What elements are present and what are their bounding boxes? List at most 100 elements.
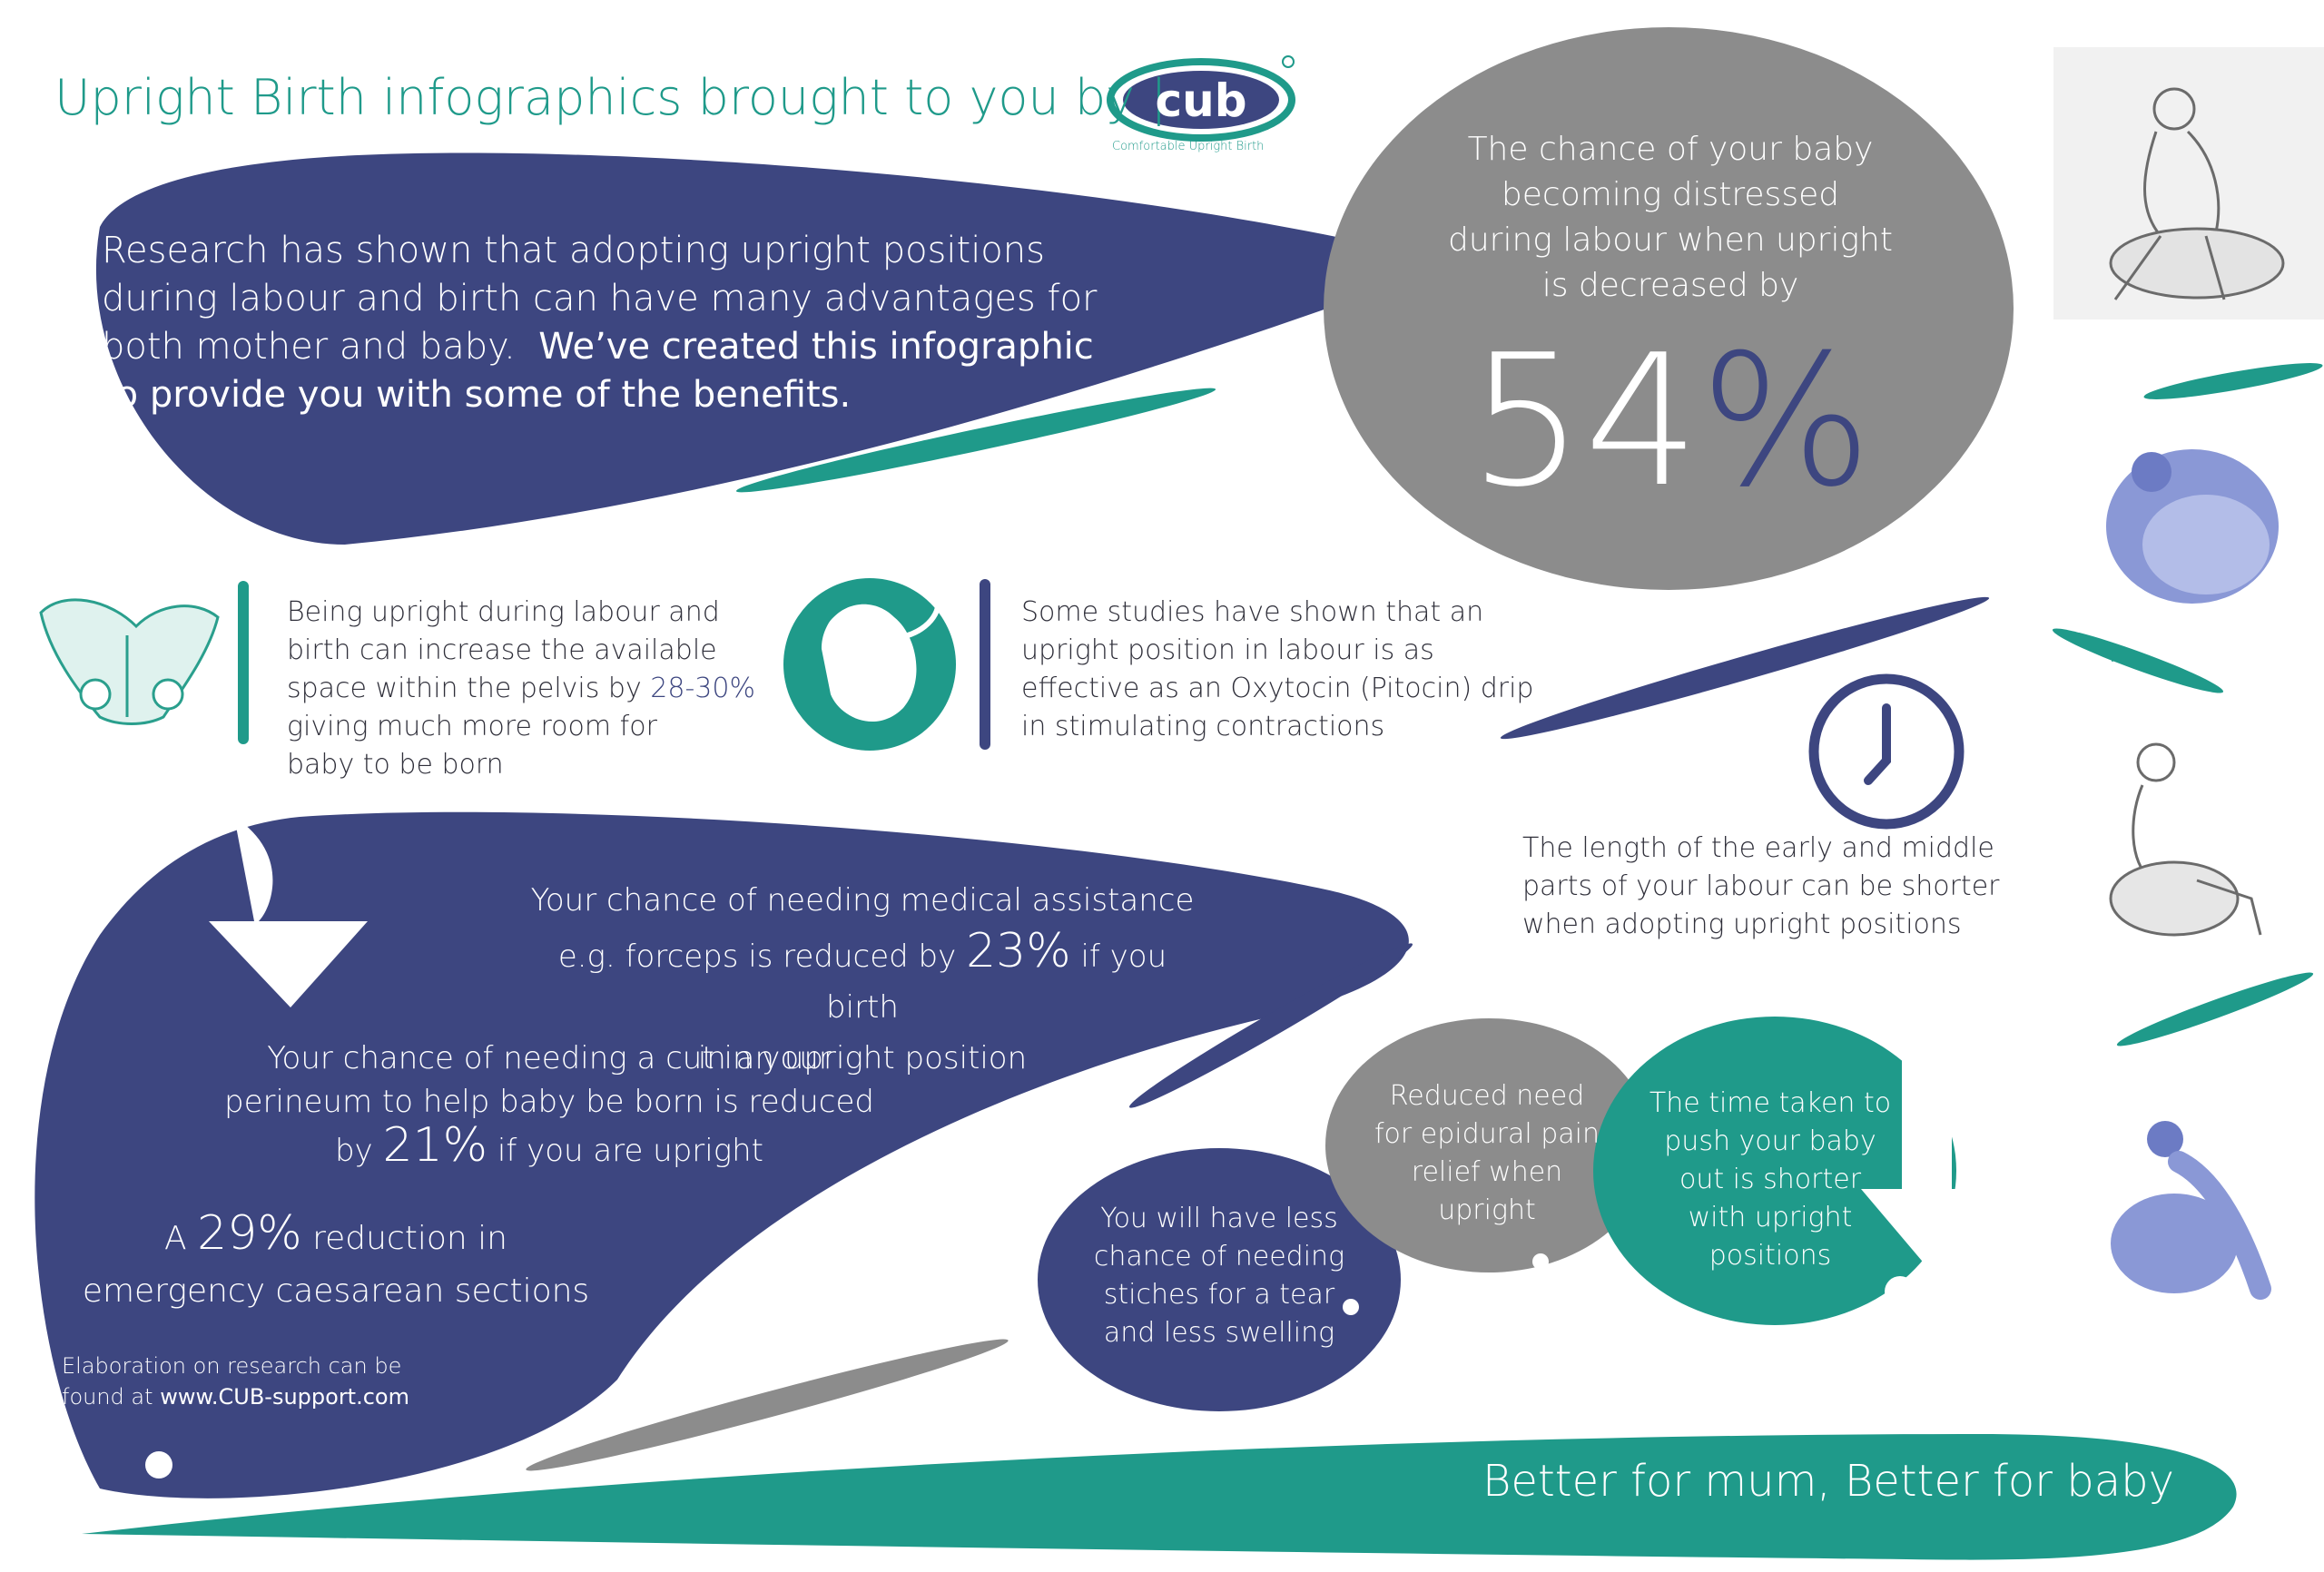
- caesarean-line: A: [164, 1220, 187, 1257]
- teal-dash: [2112, 660, 2113, 662]
- teal-dash: [2143, 363, 2323, 399]
- mother-on-ball-photo: [2109, 742, 2262, 937]
- teal-dash: [2052, 628, 2224, 693]
- stat-54-circle: [1324, 27, 2014, 590]
- pelvis-line: space within the pelvis by: [287, 673, 642, 704]
- stat-54-line: during labour when upright: [1447, 221, 1893, 259]
- intro-line-bold: We’ve created this infographic: [538, 326, 1094, 368]
- cut-text: Your chance of needing a cut in your per…: [218, 1037, 881, 1173]
- cut-line: Your chance of needing a cut in your: [267, 1040, 832, 1076]
- forceps-text: Your chance of needing medical assistanc…: [527, 875, 1198, 1084]
- stat-54-value: 54%: [1434, 327, 1906, 517]
- labour-length-text: The length of the early and middle parts…: [1522, 830, 1999, 944]
- stat-54-number: 54: [1468, 316, 1700, 527]
- push-line: positions: [1709, 1240, 1832, 1272]
- forceps-line: in an upright position: [697, 1040, 1028, 1076]
- stat-54-line: The chance of your baby: [1467, 131, 1874, 168]
- pelvis-icon: [39, 598, 220, 725]
- teal-dash: [735, 388, 1216, 493]
- navy-dash: [1500, 596, 1990, 740]
- stat-54-text: The chance of your baby becoming distres…: [1416, 127, 1925, 309]
- pelvis-line: birth can increase the available: [287, 634, 717, 666]
- oxytocin-line: effective as an Oxytocin (Pitocin) drip: [1021, 673, 1534, 704]
- epidural-bubble: [1325, 1018, 1652, 1272]
- navy-divider: [980, 579, 990, 750]
- forceps-line: Your chance of needing medical assistanc…: [530, 882, 1195, 919]
- elaboration-line: Elaboration on research can be: [62, 1353, 402, 1379]
- teal-divider: [238, 581, 249, 744]
- epidural-text: Reduced need for epidural pain relief wh…: [1346, 1077, 1628, 1230]
- elaboration-line: found at: [62, 1384, 153, 1410]
- header-title: Upright Birth infographics brought to yo…: [54, 69, 1167, 126]
- caesarean-value: 29%: [197, 1206, 302, 1261]
- caesarean-text: A 29% reduction in emergency caesarean s…: [73, 1207, 599, 1318]
- fetus-icon: [783, 578, 956, 751]
- stitches-line: chance of needing: [1093, 1241, 1345, 1272]
- pelvis-highlight: 28-30%: [650, 673, 755, 704]
- down-arrow-icon: [209, 817, 368, 1007]
- header-title-bold: Upright Birth: [54, 69, 367, 126]
- bubble-dot: [1872, 1311, 1886, 1325]
- bubble-dot: [145, 1451, 172, 1479]
- elaboration-text: Elaboration on research can be found at …: [62, 1351, 409, 1412]
- push-line: out is shorter: [1679, 1164, 1862, 1195]
- mother-sitting-photo: [2109, 87, 2285, 300]
- bubble-dot: [1343, 1299, 1359, 1315]
- stats-navy-shape: [34, 811, 1409, 1498]
- grey-dash: [526, 1339, 1009, 1471]
- cut-value: 21%: [382, 1118, 488, 1173]
- stat-54-line: becoming distressed: [1501, 176, 1840, 213]
- cut-line: perineum to help baby be born is reduced: [224, 1084, 874, 1120]
- bubble-dot: [1532, 1253, 1549, 1270]
- push-line: The time taken to: [1649, 1087, 1892, 1119]
- oxytocin-text: Some studies have shown that an upright …: [1021, 594, 1533, 746]
- intro-line: both mother and baby.: [102, 326, 516, 368]
- cut-line: by: [334, 1133, 373, 1169]
- teal-dash: [2116, 972, 2314, 1046]
- pelvis-line: Being upright during labour and: [287, 596, 720, 628]
- stitches-text: You will have less chance of needing sti…: [1056, 1200, 1383, 1352]
- stitches-line: You will have less: [1100, 1203, 1338, 1234]
- down-arrow-icon: [1861, 1021, 1993, 1266]
- clock-icon: [1808, 673, 1965, 830]
- labour-length-line: when adopting upright positions: [1522, 909, 1962, 940]
- elaboration-url-link[interactable]: www.CUB-support.com: [160, 1384, 409, 1410]
- footer-slogan: Better for mum, Better for baby: [1482, 1456, 2174, 1507]
- intro-text: Research has shown that adopting upright…: [102, 227, 1097, 419]
- epidural-line: for epidural pain: [1374, 1118, 1600, 1150]
- epidural-line: upright: [1438, 1194, 1536, 1226]
- caesarean-line: emergency caesarean sections: [82, 1272, 590, 1310]
- photo-column: [2052, 47, 2324, 1300]
- labour-length-line: The length of the early and middle: [1522, 832, 1994, 864]
- bubble-dot: [1885, 1276, 1915, 1307]
- epidural-line: relief when: [1411, 1156, 1563, 1188]
- push-bubble: [1593, 1017, 1956, 1325]
- stitches-line: stiches for a tear: [1103, 1279, 1335, 1311]
- stitches-line: and less swelling: [1103, 1317, 1335, 1349]
- logo-tagline: Comfortable Upright Birth: [1112, 140, 1265, 153]
- cut-line: if you are upright: [497, 1133, 764, 1169]
- forceps-line: if you birth: [826, 938, 1167, 1026]
- mother-kneeling-photo: [2111, 1121, 2271, 1300]
- epidural-line: Reduced need: [1389, 1080, 1585, 1112]
- labour-length-line: parts of your labour can be shorter: [1522, 870, 2000, 902]
- push-text: The time taken to push your baby out is …: [1634, 1085, 1906, 1275]
- intro-line: Research has shown that adopting upright…: [102, 230, 1045, 271]
- forceps-line: e.g. forceps is reduced by: [557, 938, 957, 975]
- intro-navy-shape: [95, 152, 1453, 545]
- stat-54-line: is decreased by: [1541, 267, 1799, 304]
- mother-leaning-photo: [2106, 449, 2279, 604]
- stat-54-percent: %: [1699, 316, 1873, 527]
- pelvis-text: Being upright during labour and birth ca…: [287, 594, 755, 784]
- intro-line: during labour and birth can have many ad…: [102, 278, 1098, 319]
- forceps-value: 23%: [966, 924, 1071, 978]
- intro-line-bold: to provide you with some of the benefits…: [102, 374, 852, 416]
- push-line: push your baby: [1664, 1125, 1876, 1157]
- caesarean-line: reduction in: [312, 1220, 507, 1257]
- footer-teal-shape: [82, 1434, 2237, 1560]
- oxytocin-line: upright position in labour is as: [1021, 634, 1434, 666]
- oxytocin-line: in stimulating contractions: [1021, 711, 1385, 742]
- logo-text: cub: [1155, 74, 1247, 127]
- navy-dash: [1129, 943, 1413, 1108]
